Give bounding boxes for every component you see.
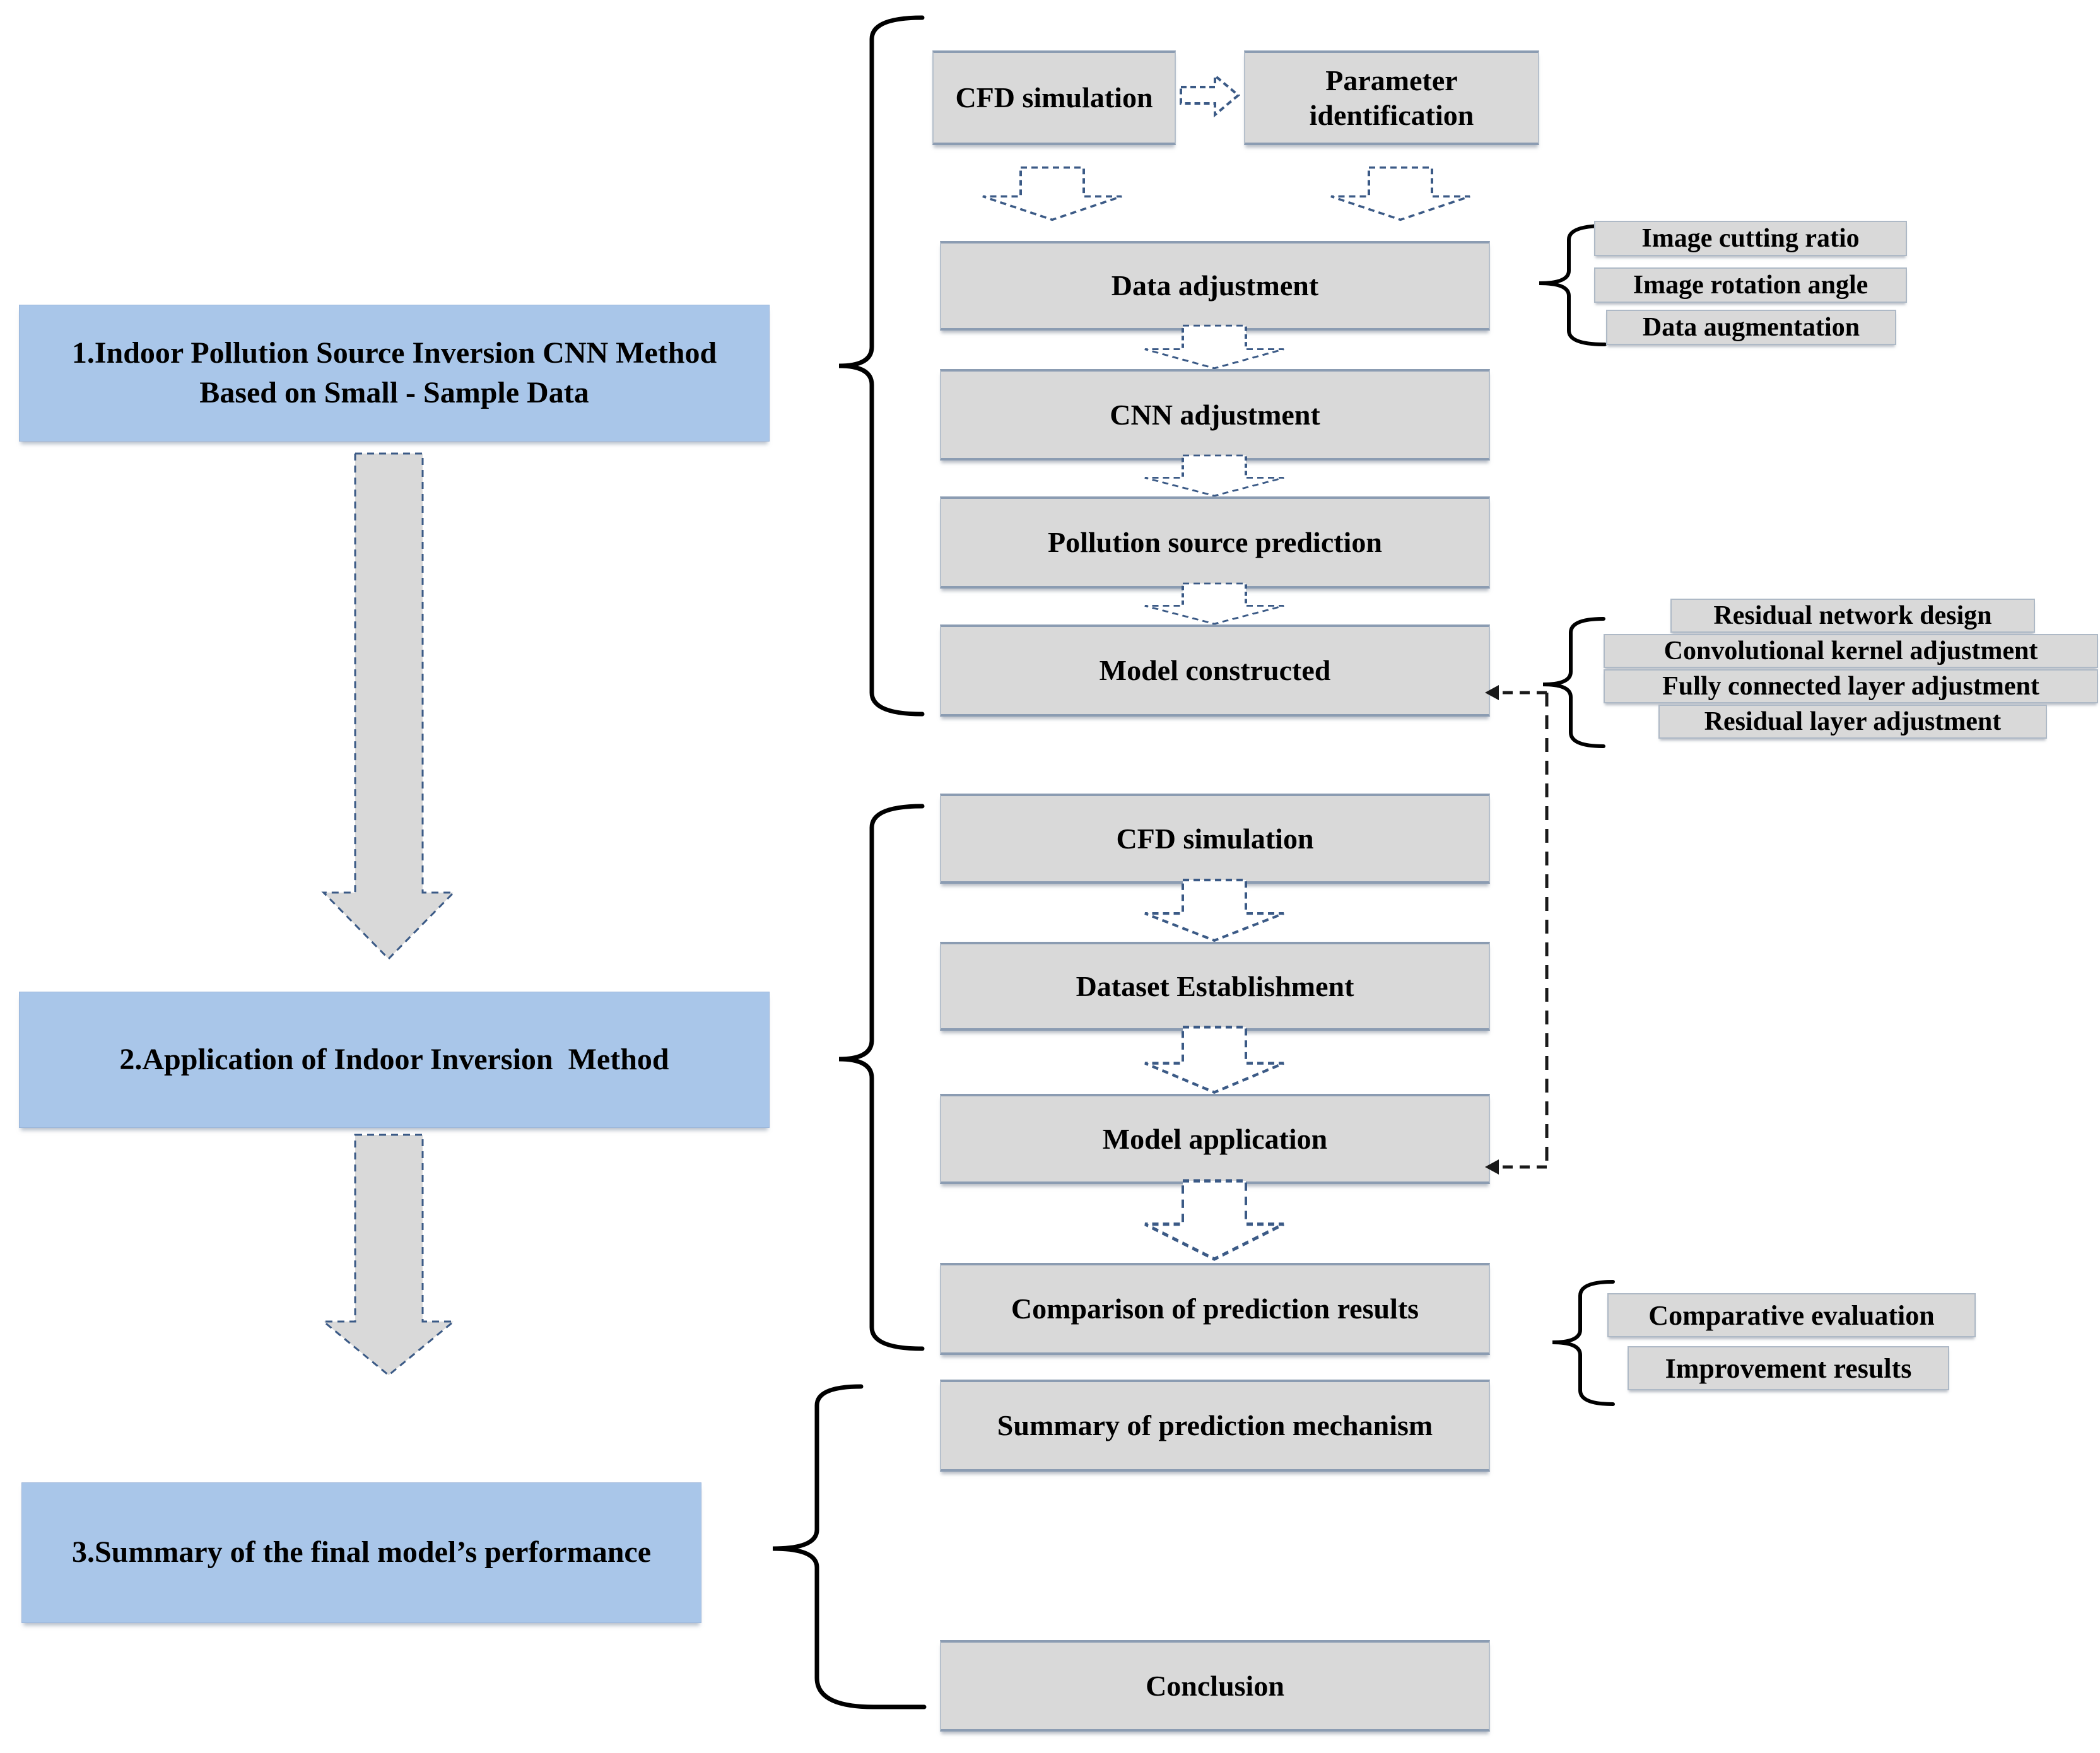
section-1-brace: [838, 15, 925, 717]
dashed-feedback-connector: [1485, 685, 1549, 1175]
annotation-image-cutting-ratio: Image cutting ratio: [1594, 221, 1907, 256]
section-1-box: 1.Indoor Pollution Source Inversion CNN …: [19, 305, 770, 442]
process-box-parameter-identification: Parameter identification: [1244, 50, 1539, 145]
process-box-summary-of-prediction-mechanism: Summary of prediction mechanism: [940, 1380, 1490, 1472]
big-down-arrow-icon: [320, 1134, 457, 1376]
dashed-down-arrow-icon: [1330, 166, 1471, 221]
annotation-image-rotation-angle: Image rotation angle: [1594, 267, 1907, 303]
process-box-model-constructed: Model constructed: [940, 624, 1490, 717]
process-box-conclusion: Conclusion: [940, 1640, 1490, 1732]
annotation-improvement-results: Improvement results: [1628, 1346, 1949, 1390]
section-3-box: 3.Summary of the final model’s performan…: [21, 1482, 701, 1623]
left-arrowhead-icon: [1485, 685, 1499, 700]
dashed-down-arrow-icon: [982, 166, 1123, 221]
annotation-convolutional-kernel-adjustment: Convolutional kernel adjustment: [1604, 634, 2098, 668]
comparison-brace: [1552, 1280, 1615, 1406]
section-2-box: 2.Application of Indoor Inversion Method: [19, 992, 770, 1128]
process-box-model-application: Model application: [940, 1094, 1490, 1184]
data-adjustment-brace: [1539, 224, 1607, 346]
process-box-dataset-establishment: Dataset Establishment: [940, 942, 1490, 1031]
dashed-down-arrow-icon: [1142, 878, 1287, 942]
dashed-down-arrow-icon: [1142, 1178, 1287, 1262]
section-3-brace: [772, 1384, 927, 1709]
process-box-cfd-simulation-2: CFD simulation: [940, 794, 1490, 884]
dashed-down-arrow-icon: [1144, 454, 1285, 497]
annotation-residual-network-design: Residual network design: [1670, 599, 2035, 633]
process-box-cfd-simulation-1: CFD simulation: [932, 50, 1176, 145]
process-box-pollution-source-prediction: Pollution source prediction: [940, 496, 1490, 589]
model-constructed-brace: [1542, 617, 1605, 748]
process-box-data-adjustment: Data adjustment: [940, 241, 1490, 331]
annotation-data-augmentation: Data augmentation: [1606, 310, 1896, 345]
dashed-down-arrow-icon: [1144, 582, 1285, 625]
annotation-comparative-evaluation: Comparative evaluation: [1607, 1293, 1976, 1337]
process-box-cnn-adjustment: CNN adjustment: [940, 369, 1490, 460]
annotation-residual-layer-adjustment: Residual layer adjustment: [1658, 705, 2047, 739]
process-box-comparison-of-prediction-results: Comparison of prediction results: [940, 1263, 1490, 1355]
dashed-right-arrow-icon: [1180, 73, 1241, 118]
section-2-brace: [838, 804, 925, 1351]
big-down-arrow-icon: [321, 452, 456, 961]
annotation-fully-connected-layer-adjustment: Fully connected layer adjustment: [1604, 669, 2098, 703]
dashed-down-arrow-icon: [1144, 324, 1285, 370]
dashed-down-arrow-icon: [1142, 1025, 1287, 1094]
left-arrowhead-icon: [1485, 1159, 1499, 1175]
